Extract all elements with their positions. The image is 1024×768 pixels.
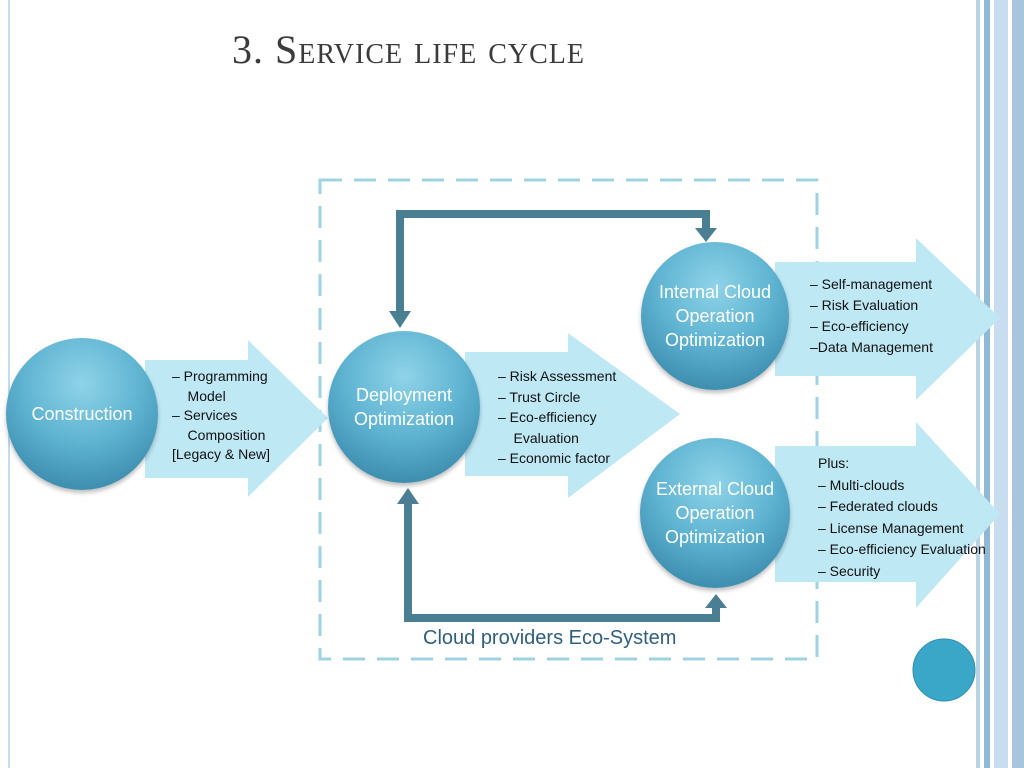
- top-loop-arrowhead-down-right: [695, 228, 717, 242]
- list-item: – Risk Assessment: [498, 368, 617, 384]
- external-cloud-node: External Cloud Operation Optimization: [640, 438, 790, 588]
- list-item: – Trust Circle: [498, 388, 581, 405]
- list-item: – Services: [172, 407, 238, 423]
- construction-node-label: Construction: [31, 404, 133, 424]
- slide-title: 3. Service life cycle: [232, 27, 585, 72]
- external-block-arrow: [775, 422, 1000, 608]
- internal-block-arrow: [775, 238, 1000, 400]
- bottom-loop-arrowhead-up-left: [397, 488, 419, 504]
- right-stripe-4: [1012, 0, 1024, 768]
- deployment-block-arrow: [465, 333, 680, 498]
- internal-node-label-line3: Optimization: [664, 330, 766, 350]
- list-item: – Eco-efficiency: [498, 409, 597, 425]
- bottom-loop-arrowhead-up-right: [705, 594, 727, 608]
- right-stripe-1: [976, 0, 980, 768]
- bottom-loop-arrow: [404, 500, 720, 622]
- top-loop-arrowhead-down-left: [389, 311, 411, 328]
- deployment-node-label-line2: Optimization: [353, 409, 455, 429]
- construction-block-arrow: [145, 340, 328, 497]
- list-item: – Federated clouds: [818, 498, 938, 515]
- internal-node-label-line1: Internal Cloud: [658, 282, 772, 302]
- list-item: – Programming: [172, 368, 268, 384]
- list-item: – Risk Evaluation: [810, 297, 919, 313]
- list-item: – Eco-efficiency Evaluation: [818, 541, 986, 558]
- deployment-node-label-line1: Deployment: [355, 385, 453, 405]
- deployment-node: Deployment Optimization: [328, 331, 480, 483]
- construction-list: – Programming Model – Services Compositi…: [172, 367, 270, 465]
- list-item: Composition: [172, 426, 266, 443]
- top-loop-arrow: [396, 210, 710, 315]
- list-item: – License Management: [818, 519, 964, 536]
- right-stripe-3: [994, 0, 1008, 768]
- list-item: –Data Management: [810, 339, 933, 355]
- external-node-label-line3: Optimization: [664, 527, 766, 547]
- external-list: Plus: – Multi-clouds – Federated clouds …: [818, 453, 986, 583]
- external-node-label-line1: External Cloud: [655, 479, 775, 499]
- internal-list: – Self-management – Risk Evaluation – Ec…: [810, 274, 933, 358]
- left-stripe: [8, 0, 10, 768]
- construction-node: Construction: [6, 338, 158, 490]
- list-item: Evaluation: [498, 429, 579, 446]
- list-item: Plus:: [818, 455, 850, 471]
- list-item: [Legacy & New]: [172, 446, 271, 462]
- external-node-label-line2: Operation: [675, 503, 755, 523]
- list-item: – Security: [818, 562, 881, 579]
- deployment-list: – Risk Assessment – Trust Circle – Eco-e…: [498, 366, 616, 469]
- list-item: – Multi-clouds: [818, 476, 905, 493]
- internal-cloud-node: Internal Cloud Operation Optimization: [641, 242, 789, 390]
- list-item: – Economic factor: [498, 450, 611, 466]
- right-stripe-2: [984, 0, 990, 768]
- list-item: – Eco-efficiency: [810, 318, 909, 334]
- list-item: – Self-management: [810, 276, 933, 292]
- ecosystem-caption: Cloud providers Eco-System: [423, 627, 677, 649]
- internal-node-label-line2: Operation: [675, 306, 755, 326]
- list-item: Model: [172, 387, 226, 404]
- accent-dot: [912, 638, 976, 702]
